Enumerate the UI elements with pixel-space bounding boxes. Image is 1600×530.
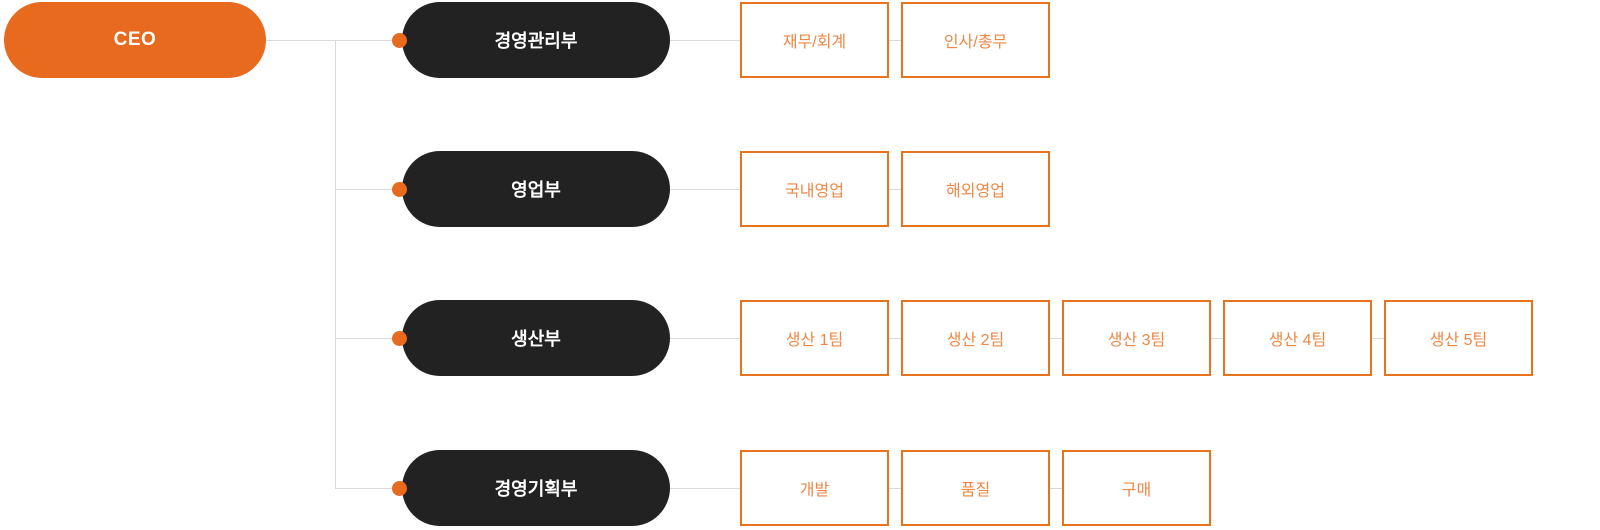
branch-line-row2 <box>335 189 400 190</box>
branch-dot <box>392 481 407 496</box>
team-node-hr-general-affairs: 인사/총무 <box>901 2 1050 78</box>
team-node-production-2: 생산 2팀 <box>901 300 1050 376</box>
team-node-production-5: 생산 5팀 <box>1384 300 1533 376</box>
team-node-production-3: 생산 3팀 <box>1062 300 1211 376</box>
dept-node-production: 생산부 <box>402 300 670 376</box>
team-node-production-4: 생산 4팀 <box>1223 300 1372 376</box>
team-node-development: 개발 <box>740 450 889 526</box>
branch-dot <box>392 33 407 48</box>
org-trunk-line <box>335 40 336 488</box>
dept-node-business-planning: 경영기획부 <box>402 450 670 526</box>
branch-line-row4 <box>335 488 400 489</box>
team-node-production-1: 생산 1팀 <box>740 300 889 376</box>
branch-line-row3 <box>335 338 400 339</box>
branch-dot <box>392 182 407 197</box>
team-node-overseas-sales: 해외영업 <box>901 151 1050 227</box>
team-node-finance-accounting: 재무/회계 <box>740 2 889 78</box>
branch-dot <box>392 331 407 346</box>
ceo-node: CEO <box>4 2 266 78</box>
team-node-domestic-sales: 국내영업 <box>740 151 889 227</box>
dept-node-sales: 영업부 <box>402 151 670 227</box>
connector-ceo-line <box>266 40 400 41</box>
team-node-purchasing: 구매 <box>1062 450 1211 526</box>
dept-node-business-management: 경영관리부 <box>402 2 670 78</box>
team-node-quality: 품질 <box>901 450 1050 526</box>
